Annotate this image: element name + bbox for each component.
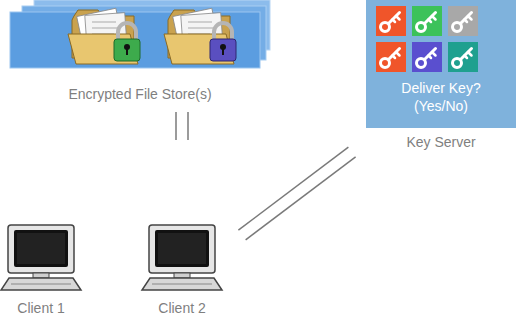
- client-label: Client 1: [0, 300, 82, 318]
- key-icon: [381, 13, 400, 32]
- client-computer: Client 1: [0, 140, 82, 322]
- keyhole: [220, 44, 226, 50]
- store-panel: [34, 0, 270, 50]
- key-icon: [381, 49, 400, 68]
- key-tile: [412, 42, 442, 72]
- key-tile: [376, 42, 406, 72]
- monitor-icon: [1, 225, 81, 290]
- store-label: Encrypted File Store(s): [0, 86, 280, 104]
- store-panel: [22, 6, 266, 60]
- lock-body: [210, 39, 236, 61]
- monitor-icon: [142, 225, 222, 290]
- keyhole: [124, 44, 130, 50]
- connector-line: [238, 147, 348, 230]
- lock-body: [114, 39, 140, 61]
- folder-icon: [68, 8, 138, 64]
- folder-icon: [164, 8, 234, 64]
- keyhole: [222, 48, 224, 55]
- connector-line: [175, 112, 177, 140]
- computer-icon: [1, 225, 81, 290]
- key-icon: [417, 13, 436, 32]
- server-label: Key Server: [366, 134, 516, 152]
- key-tile: [448, 6, 478, 36]
- client-label: Client 2: [122, 300, 242, 318]
- client-computer: Client 2: [122, 140, 242, 322]
- key-tiles: [376, 6, 478, 72]
- key-icon: [417, 49, 436, 68]
- folder-with-lock: [68, 8, 140, 64]
- folder-with-lock: [164, 8, 236, 64]
- key-tile: [448, 42, 478, 72]
- key-server: Deliver Key? (Yes/No) Key Server: [340, 0, 516, 152]
- key-tile: [412, 6, 442, 36]
- lock-shackle: [214, 23, 232, 40]
- file-store: Encrypted File Store(s): [0, 0, 280, 112]
- key-icon: [453, 13, 472, 32]
- key-tile: [376, 6, 406, 36]
- keyhole: [126, 48, 128, 55]
- connector-line: [187, 112, 189, 140]
- key-icon: [453, 49, 472, 68]
- store-panel: [10, 12, 260, 68]
- connector-line: [246, 157, 356, 240]
- computer-icon: [142, 225, 222, 290]
- lock-shackle: [118, 23, 136, 40]
- file-store-panels: [10, 0, 270, 68]
- box-text: Deliver Key? (Yes/No): [366, 80, 516, 115]
